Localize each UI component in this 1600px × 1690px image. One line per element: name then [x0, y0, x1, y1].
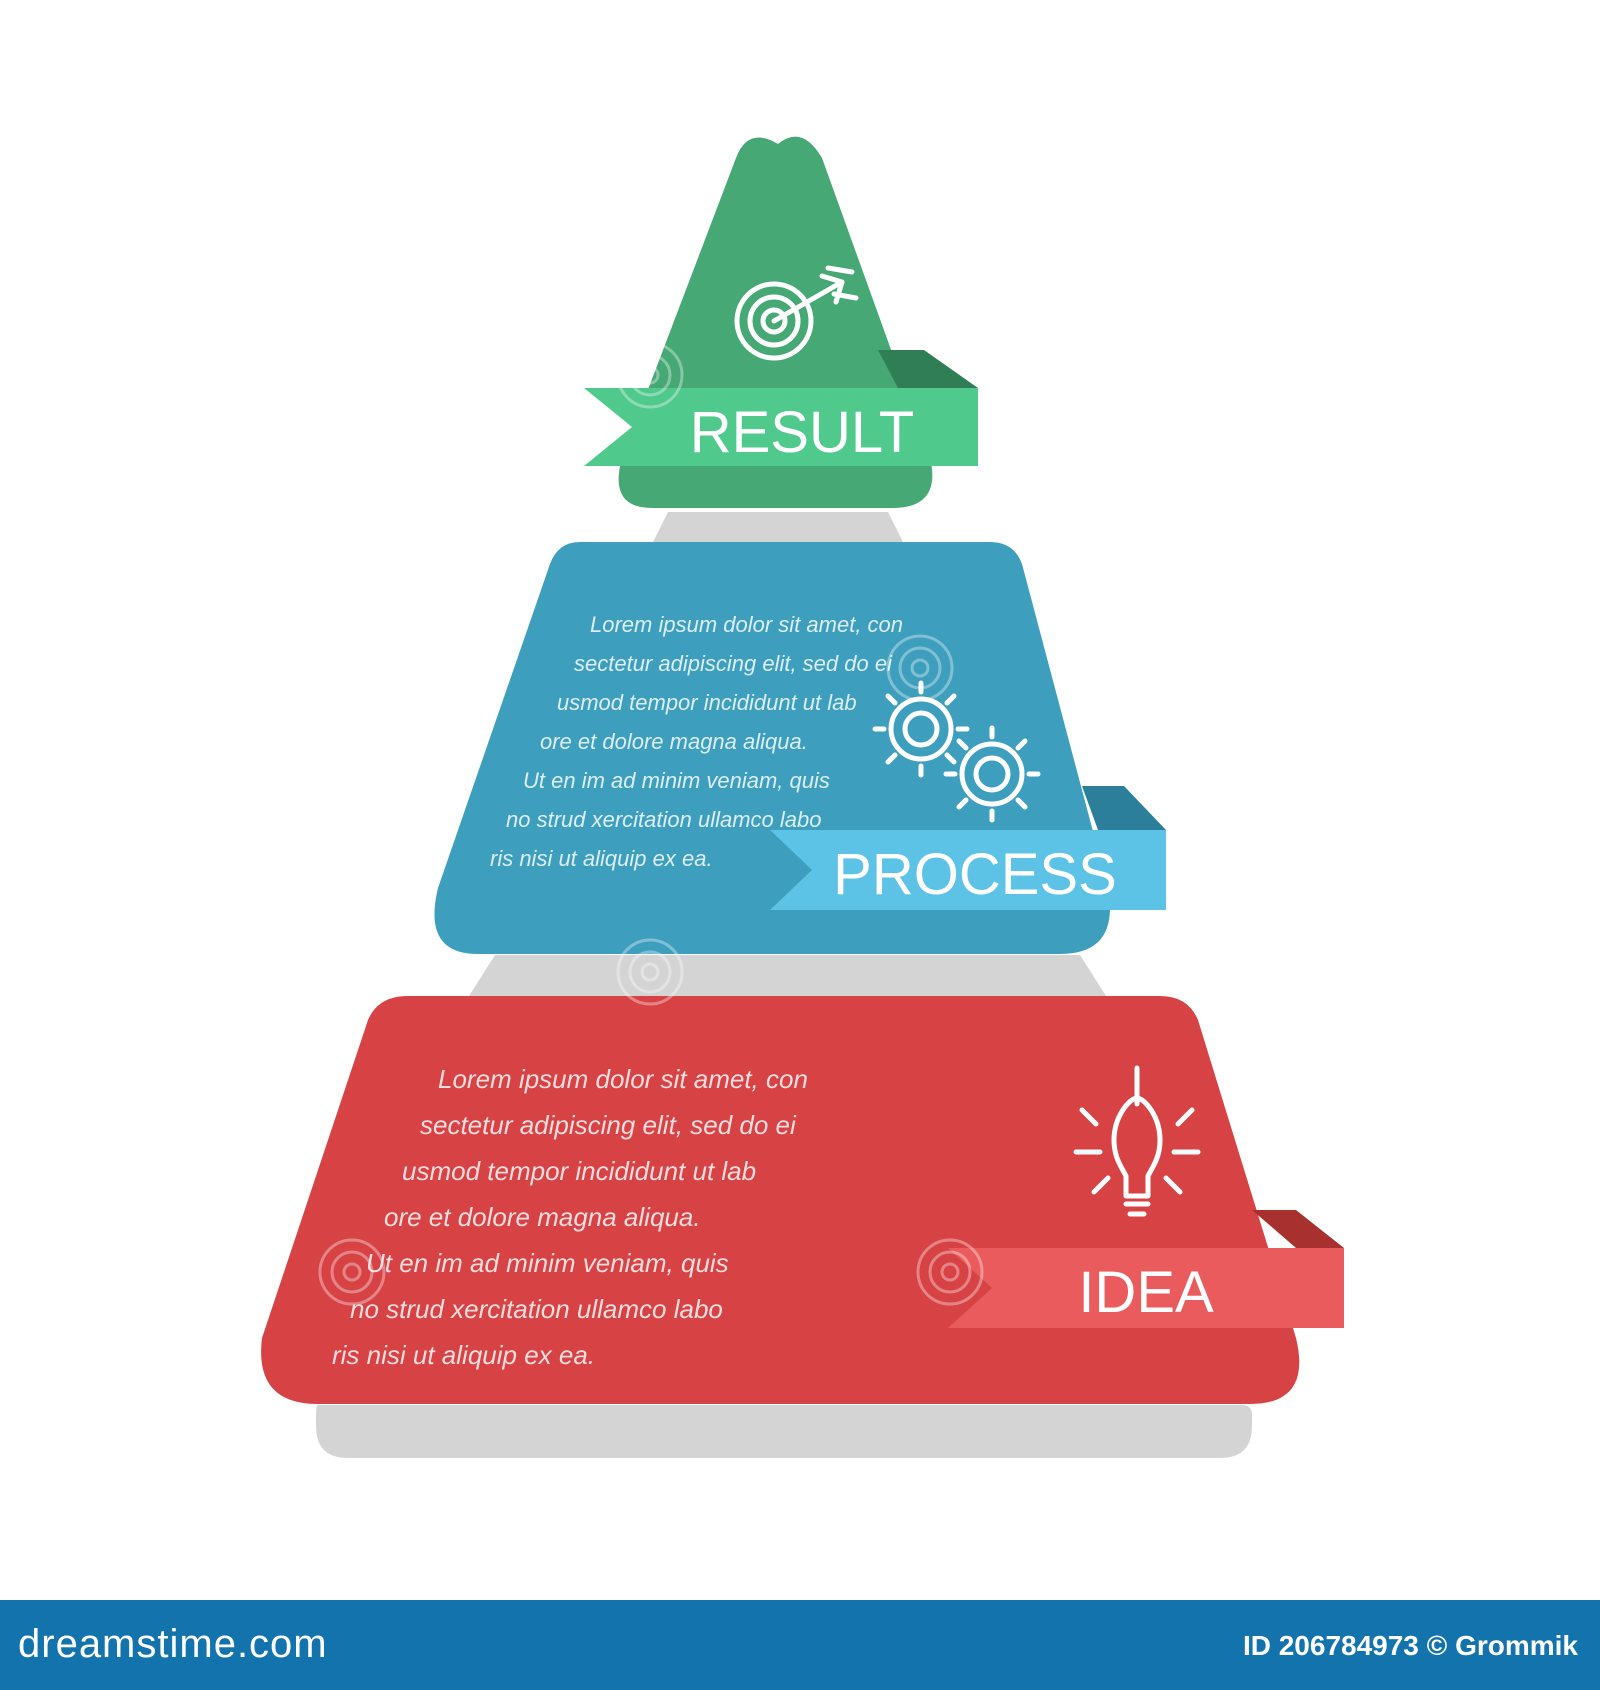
process-tier-shadow — [469, 955, 1106, 996]
process-body-line: ris nisi ut aliquip ex ea. — [490, 846, 713, 871]
result-ribbon-fold — [878, 350, 978, 388]
process-body-line: ore et dolore magna aliqua. — [540, 729, 808, 754]
process-body-line: no strud xercitation ullamco labo — [506, 807, 822, 832]
process-label: PROCESS — [833, 842, 1117, 907]
lightbulb-icon — [1073, 1065, 1201, 1217]
watermark — [318, 341, 984, 1306]
idea-body-line: Ut en im ad minim veniam, quis — [366, 1248, 729, 1278]
idea-body-line: usmod tempor incididunt ut lab — [402, 1156, 756, 1186]
idea-body-text: Lorem ipsum dolor sit amet, con sectetur… — [332, 1064, 815, 1370]
idea-body-line: Lorem ipsum dolor sit amet, con — [438, 1064, 808, 1094]
process-ribbon-fold — [1082, 786, 1166, 830]
target-arrow-icon — [734, 265, 859, 361]
idea-body-line: no strud xercitation ullamco labo — [350, 1294, 723, 1324]
idea-body-line: ris nisi ut aliquip ex ea. — [332, 1340, 595, 1370]
process-body-line: sectetur adipiscing elit, sed do ei — [574, 651, 893, 676]
image-id-credit: ID 206784973 © Grommik — [1242, 1630, 1578, 1661]
idea-body-line: sectetur adipiscing elit, sed do ei — [420, 1110, 797, 1140]
idea-ribbon — [948, 1248, 1344, 1328]
idea-body-line: ore et dolore magna aliqua. — [384, 1202, 701, 1232]
gears-icon — [872, 680, 1041, 823]
process-body-line: usmod tempor incididunt ut lab — [557, 690, 857, 715]
result-ribbon — [584, 388, 978, 466]
process-body-line: Ut en im ad minim veniam, quis — [523, 768, 830, 793]
idea-ribbon-fold — [1252, 1210, 1344, 1248]
site-name[interactable]: dreamstime.com — [18, 1622, 328, 1666]
process-body-line: Lorem ipsum dolor sit amet, con — [590, 612, 903, 637]
process-ribbon — [770, 830, 1166, 910]
idea-tier-shadow — [316, 1405, 1252, 1458]
result-label: RESULT — [690, 400, 915, 465]
result-tier-shadow — [651, 512, 905, 546]
stock-footer-bar: dreamstime.com ID 206784973 © Grommik — [0, 1600, 1600, 1690]
process-body-text: Lorem ipsum dolor sit amet, con sectetur… — [490, 612, 909, 871]
idea-label: IDEA — [1078, 1260, 1214, 1325]
